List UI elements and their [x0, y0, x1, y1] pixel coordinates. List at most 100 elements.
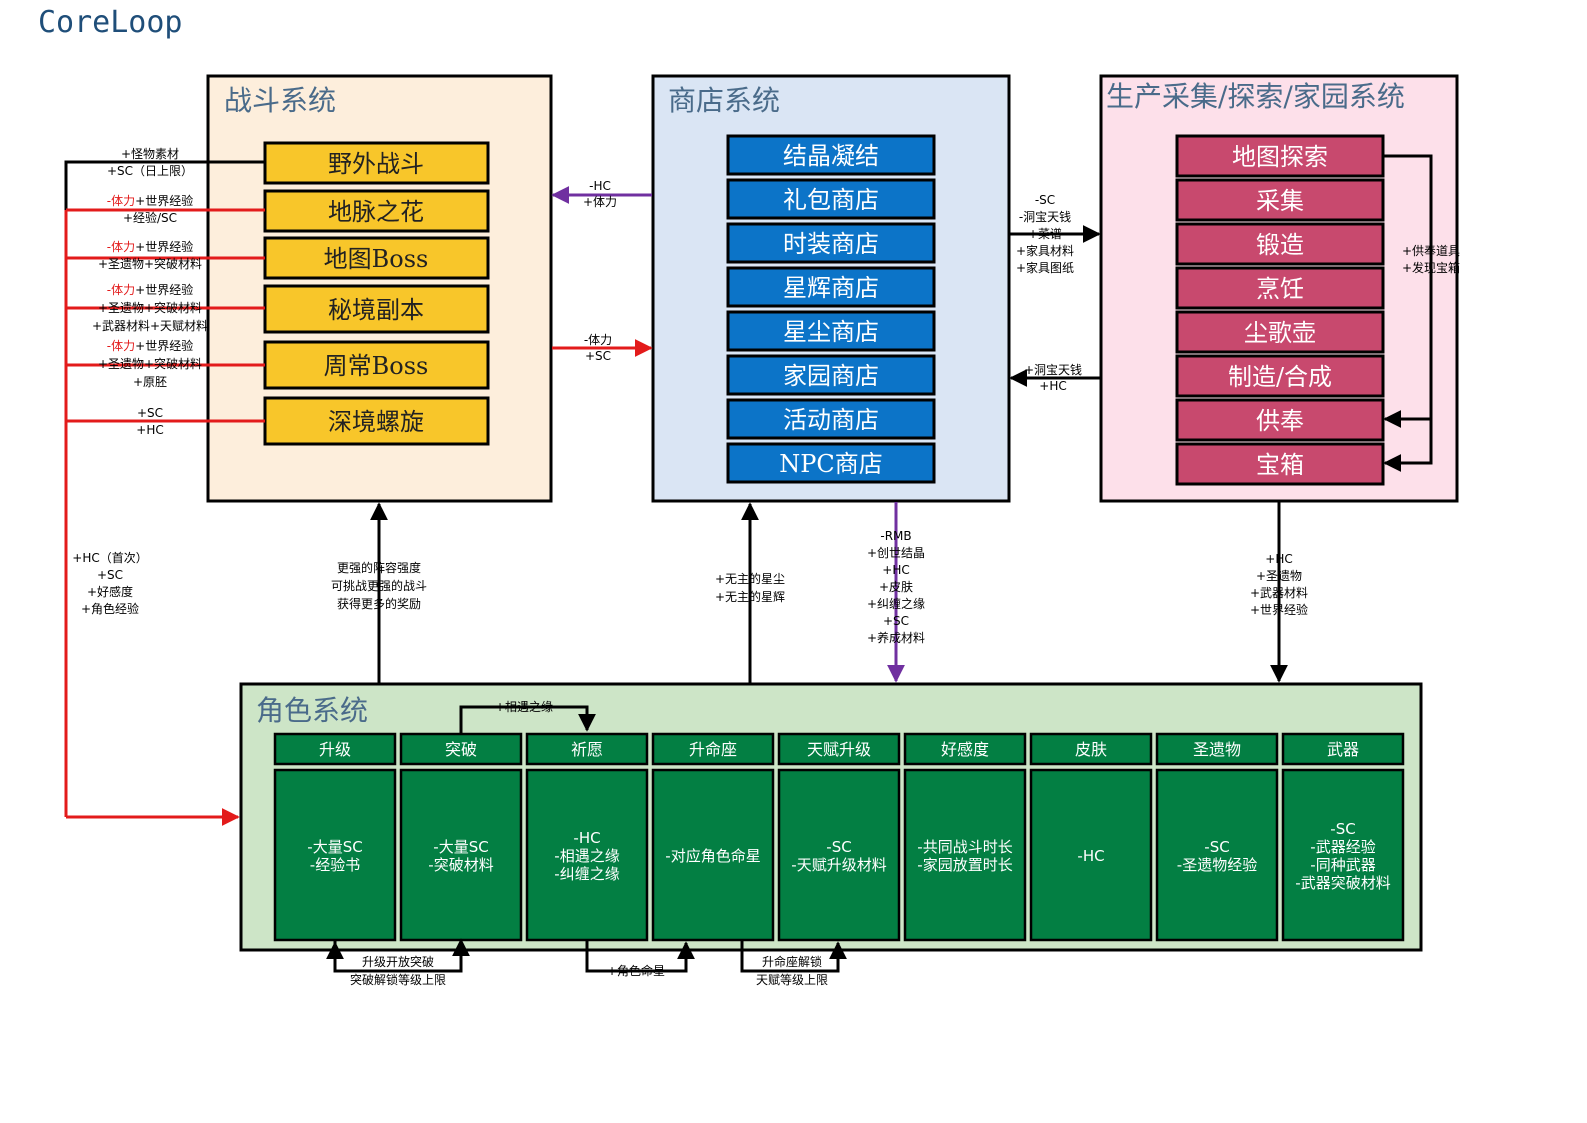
combat-item-label: 深境螺旋	[328, 408, 424, 436]
character-column[interactable]: 祈愿-HC-相遇之缘-纠缠之缘	[525, 732, 649, 942]
character-column-line: -经验书	[310, 856, 360, 874]
production-item-label: 尘歌壶	[1244, 319, 1316, 347]
left-main-label: +HC（首次）	[72, 551, 147, 565]
character-column-line: -武器突破材料	[1295, 874, 1390, 892]
production-item-label: 供奉	[1256, 407, 1304, 435]
shop-item[interactable]: 家园商店	[726, 354, 936, 396]
production-to-character-label: +圣遗物	[1256, 569, 1302, 583]
combat-item-label: 地图Boss	[324, 245, 429, 273]
combat-item-label: 秘境副本	[328, 296, 424, 324]
character-column-header: 武器	[1327, 740, 1359, 759]
character-column[interactable]: 武器-SC-武器经验-同种武器-武器突破材料	[1281, 732, 1405, 942]
production-item-label: 地图探索	[1232, 143, 1328, 171]
production-to-character-label: +武器材料	[1250, 586, 1308, 600]
character-column[interactable]: 升命座 -对应角色命星	[651, 732, 775, 942]
character-column[interactable]: 突破-大量SC-突破材料	[399, 732, 523, 942]
shop-item-label: 星尘商店	[783, 318, 879, 346]
production-to-shop-label: +HC	[1039, 379, 1066, 393]
production-loop-arrows	[1383, 154, 1433, 472]
combat-item[interactable]: 野外战斗	[263, 141, 490, 185]
character-column[interactable]: 皮肤-HC	[1029, 732, 1153, 942]
shop-to-character-label: +纠缠之缘	[867, 596, 925, 611]
character-to-combat-label: 可挑战更强的战斗	[331, 578, 427, 593]
character-column-line: -SC	[1330, 820, 1355, 838]
character-column[interactable]: 天赋升级-SC-天赋升级材料	[777, 732, 901, 942]
character-column-line: -突破材料	[428, 856, 493, 874]
shop-to-combat-label: -HC	[589, 179, 611, 193]
character-column-header: 天赋升级	[807, 740, 871, 759]
production-to-character-label: +HC	[1265, 552, 1292, 566]
bottom-connector-label: +角色命星	[607, 963, 665, 978]
combat-item-label: 周常Boss	[324, 352, 429, 380]
character-column-header: 突破	[445, 740, 477, 759]
character-column-line: -SC	[1204, 838, 1229, 856]
bottom-connectors	[326, 938, 847, 973]
combat-reward-label: +圣遗物+突破材料	[98, 300, 202, 315]
production-item[interactable]: 供奉	[1175, 398, 1385, 442]
shop-item-label: 星辉商店	[783, 274, 879, 302]
combat-item[interactable]: 地脉之花	[263, 189, 490, 233]
shop-item[interactable]: 时装商店	[726, 222, 936, 264]
shop-to-production-label: +家具材料	[1016, 243, 1074, 258]
character-column[interactable]: 圣遗物-SC-圣遗物经验	[1155, 732, 1279, 942]
character-to-shop-label: +无主的星尘	[715, 571, 785, 586]
shop-to-character-label: +SC	[883, 614, 909, 628]
combat-item-label: 地脉之花	[328, 198, 424, 226]
shop-item-label: 家园商店	[783, 362, 879, 390]
character-column-header: 升命座	[689, 740, 737, 759]
shop-item-label: 活动商店	[783, 406, 879, 434]
character-column-line: -对应角色命星	[665, 847, 760, 865]
shop-item[interactable]: NPC商店	[726, 442, 936, 484]
combat-reward-label: +HC	[136, 423, 163, 437]
shop-to-character-label: +养成材料	[867, 630, 925, 645]
combat-reward-label: +原胚	[133, 375, 167, 389]
production-item[interactable]: 采集	[1175, 178, 1385, 222]
shop-item[interactable]: 星辉商店	[726, 266, 936, 308]
shop-item-label: NPC商店	[779, 450, 883, 478]
bottom-connector-label: 天赋等级上限	[756, 973, 828, 987]
left-main-label: +SC	[97, 568, 123, 582]
combat-reward-label: +SC（日上限）	[107, 164, 193, 178]
breakthrough-to-wish-connector	[459, 705, 596, 733]
combat-to-shop-label: -体力	[584, 333, 612, 347]
character-column[interactable]: 升级 -大量SC-经验书	[273, 732, 397, 942]
production-item-label: 制造/合成	[1228, 363, 1332, 391]
bottom-connector-label: 升命座解锁	[762, 954, 822, 969]
shop-item[interactable]: 礼包商店	[726, 178, 936, 220]
combat-reward-label: -体力+世界经验	[107, 282, 193, 297]
character-column[interactable]: 好感度-共同战斗时长-家园放置时长	[903, 732, 1027, 942]
combat-item[interactable]: 地图Boss	[263, 236, 490, 280]
character-column-header: 圣遗物	[1193, 740, 1241, 759]
shop-item[interactable]: 星尘商店	[726, 310, 936, 352]
combat-item[interactable]: 深境螺旋	[263, 396, 490, 446]
production-item[interactable]: 锻造	[1175, 222, 1385, 266]
character-system: 角色系统 升级-大量SC-经验书突破-大量SC-突破材料祈愿-HC-相遇之缘-纠…	[239, 682, 1423, 952]
production-title: 生产采集/探索/家园系统	[1106, 80, 1405, 113]
shop-item[interactable]: 活动商店	[726, 398, 936, 440]
shop-item[interactable]: 结晶凝结	[726, 134, 936, 176]
character-column-line: -HC	[573, 829, 600, 847]
production-item[interactable]: 地图探索	[1175, 134, 1385, 178]
character-to-combat-label: 获得更多的奖励	[337, 596, 421, 611]
production-item[interactable]: 制造/合成	[1175, 354, 1385, 398]
combat-item[interactable]: 秘境副本	[263, 284, 490, 334]
shop-to-character-label: +HC	[882, 563, 909, 577]
character-column-header: 升级	[319, 740, 351, 759]
production-to-character-label: +世界经验	[1250, 602, 1308, 617]
combat-reward-label: -体力+世界经验	[107, 193, 193, 208]
production-item[interactable]: 烹饪	[1175, 266, 1385, 310]
shop-item-label: 结晶凝结	[783, 142, 879, 170]
combat-title: 战斗系统	[224, 84, 336, 117]
combat-reward-label: +SC	[137, 406, 163, 420]
character-column-line: -大量SC	[307, 838, 362, 856]
character-column-line: -SC	[826, 838, 851, 856]
combat-item[interactable]: 周常Boss	[263, 340, 490, 390]
production-item[interactable]: 宝箱	[1175, 442, 1385, 486]
combat-reward-label: -体力+世界经验	[107, 239, 193, 254]
character-column-line: -武器经验	[1310, 838, 1375, 856]
production-item[interactable]: 尘歌壶	[1175, 310, 1385, 354]
